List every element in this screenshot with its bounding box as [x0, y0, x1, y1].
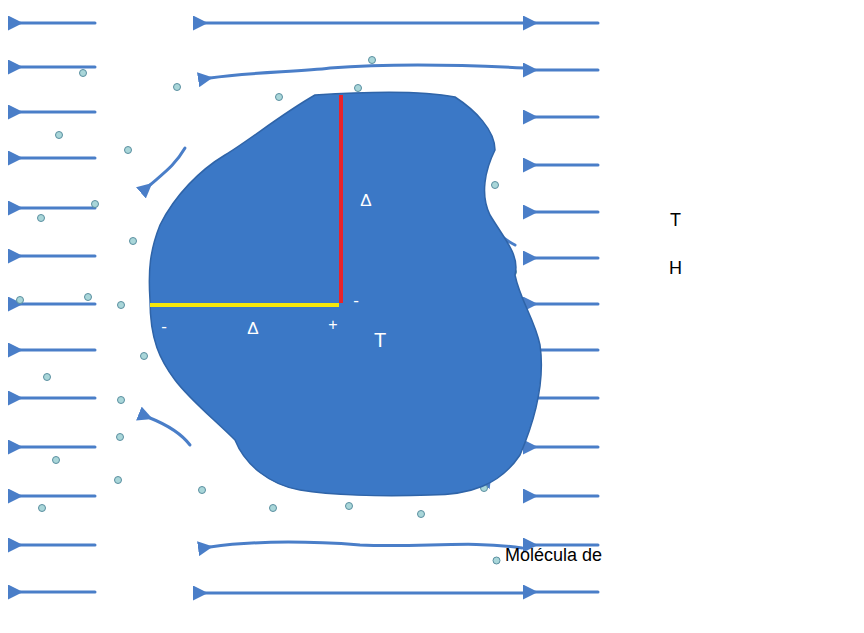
yellow-dimension-line [150, 303, 339, 307]
blob-symbol: T [374, 330, 386, 350]
blob-outline [140, 60, 560, 505]
legend-row: Molécula de [492, 545, 602, 566]
legend-swatch [492, 551, 501, 560]
particle-blob: + Δ - - Δ + T [140, 60, 560, 505]
legend-text: Molécula de [505, 545, 602, 566]
axis-label: H [669, 259, 682, 277]
blob-symbol: Δ [247, 320, 258, 337]
blob-symbol: + [357, 74, 366, 90]
axis-label: T [670, 211, 681, 229]
blob-symbol: - [353, 292, 359, 309]
blob-symbol: - [161, 318, 167, 335]
red-dimension-line [339, 95, 343, 303]
blob-symbol: Δ [360, 192, 371, 209]
blob-symbol: + [328, 317, 337, 333]
